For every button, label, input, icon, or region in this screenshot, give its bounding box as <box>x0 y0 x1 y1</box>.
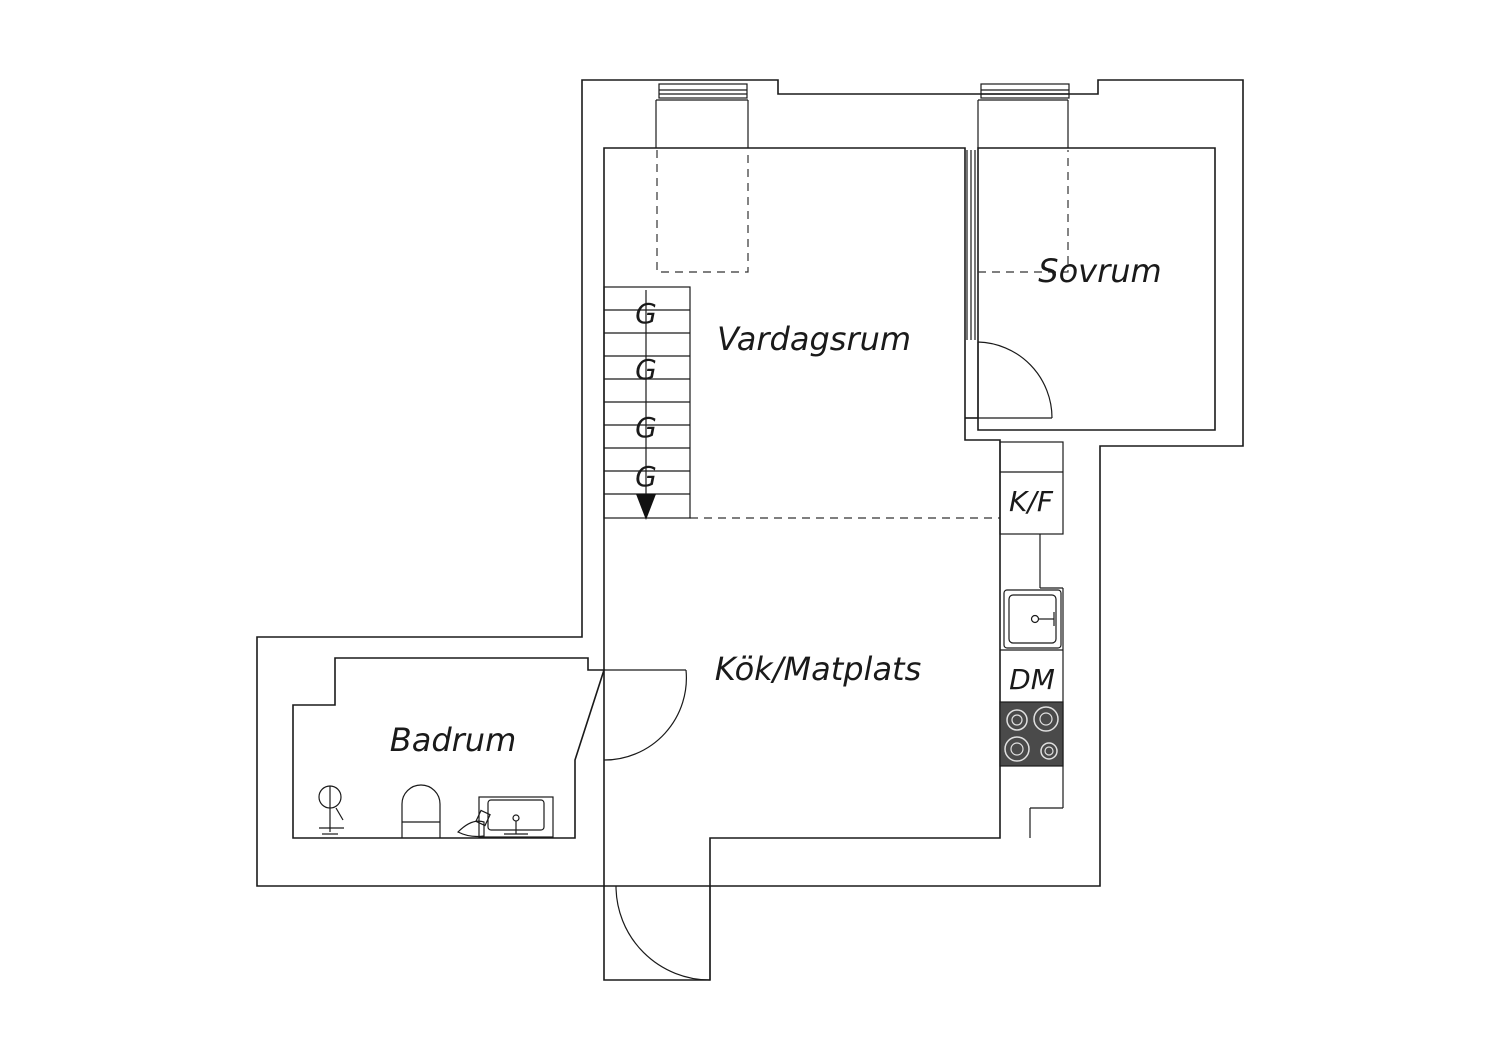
kitchen-counter <box>999 441 1064 838</box>
entrance-door[interactable] <box>615 885 711 981</box>
stair-label-1: G <box>635 297 657 330</box>
staircase: G G G G <box>603 286 691 520</box>
dishwasher-label: DM <box>1009 663 1055 696</box>
room-label-bedroom: Sovrum <box>1038 252 1161 290</box>
stair-label-3: G <box>635 411 657 444</box>
dashed-window-projection-bedroom <box>978 150 1069 273</box>
window-bedroom <box>977 83 1070 148</box>
shower <box>318 785 344 835</box>
stair-label-2: G <box>635 353 657 386</box>
bedroom-door[interactable] <box>977 341 1053 419</box>
fridge-freezer-label: K/F <box>1009 485 1054 518</box>
bathroom-interior-wall <box>292 657 606 839</box>
dashed-window-projection-living <box>656 150 749 273</box>
kitchen-sink <box>1003 589 1062 649</box>
room-label-bathroom: Badrum <box>390 721 516 759</box>
washing-machine-tap <box>456 809 491 838</box>
bedroom-interior-wall <box>977 147 1216 431</box>
washbasin <box>478 796 554 838</box>
main-interior-wall <box>603 147 1001 981</box>
outer-wall <box>256 79 1244 887</box>
toilet <box>401 784 441 838</box>
stair-label-4: G <box>635 460 657 493</box>
room-label-kitchen: Kök/Matplats <box>715 650 922 688</box>
sliding-wall <box>966 150 976 340</box>
bathroom-door[interactable] <box>603 669 687 761</box>
stair-direction-arrow <box>636 494 656 520</box>
room-label-living-room: Vardagsrum <box>717 320 911 358</box>
stove <box>999 701 1064 767</box>
window-living <box>655 83 749 148</box>
